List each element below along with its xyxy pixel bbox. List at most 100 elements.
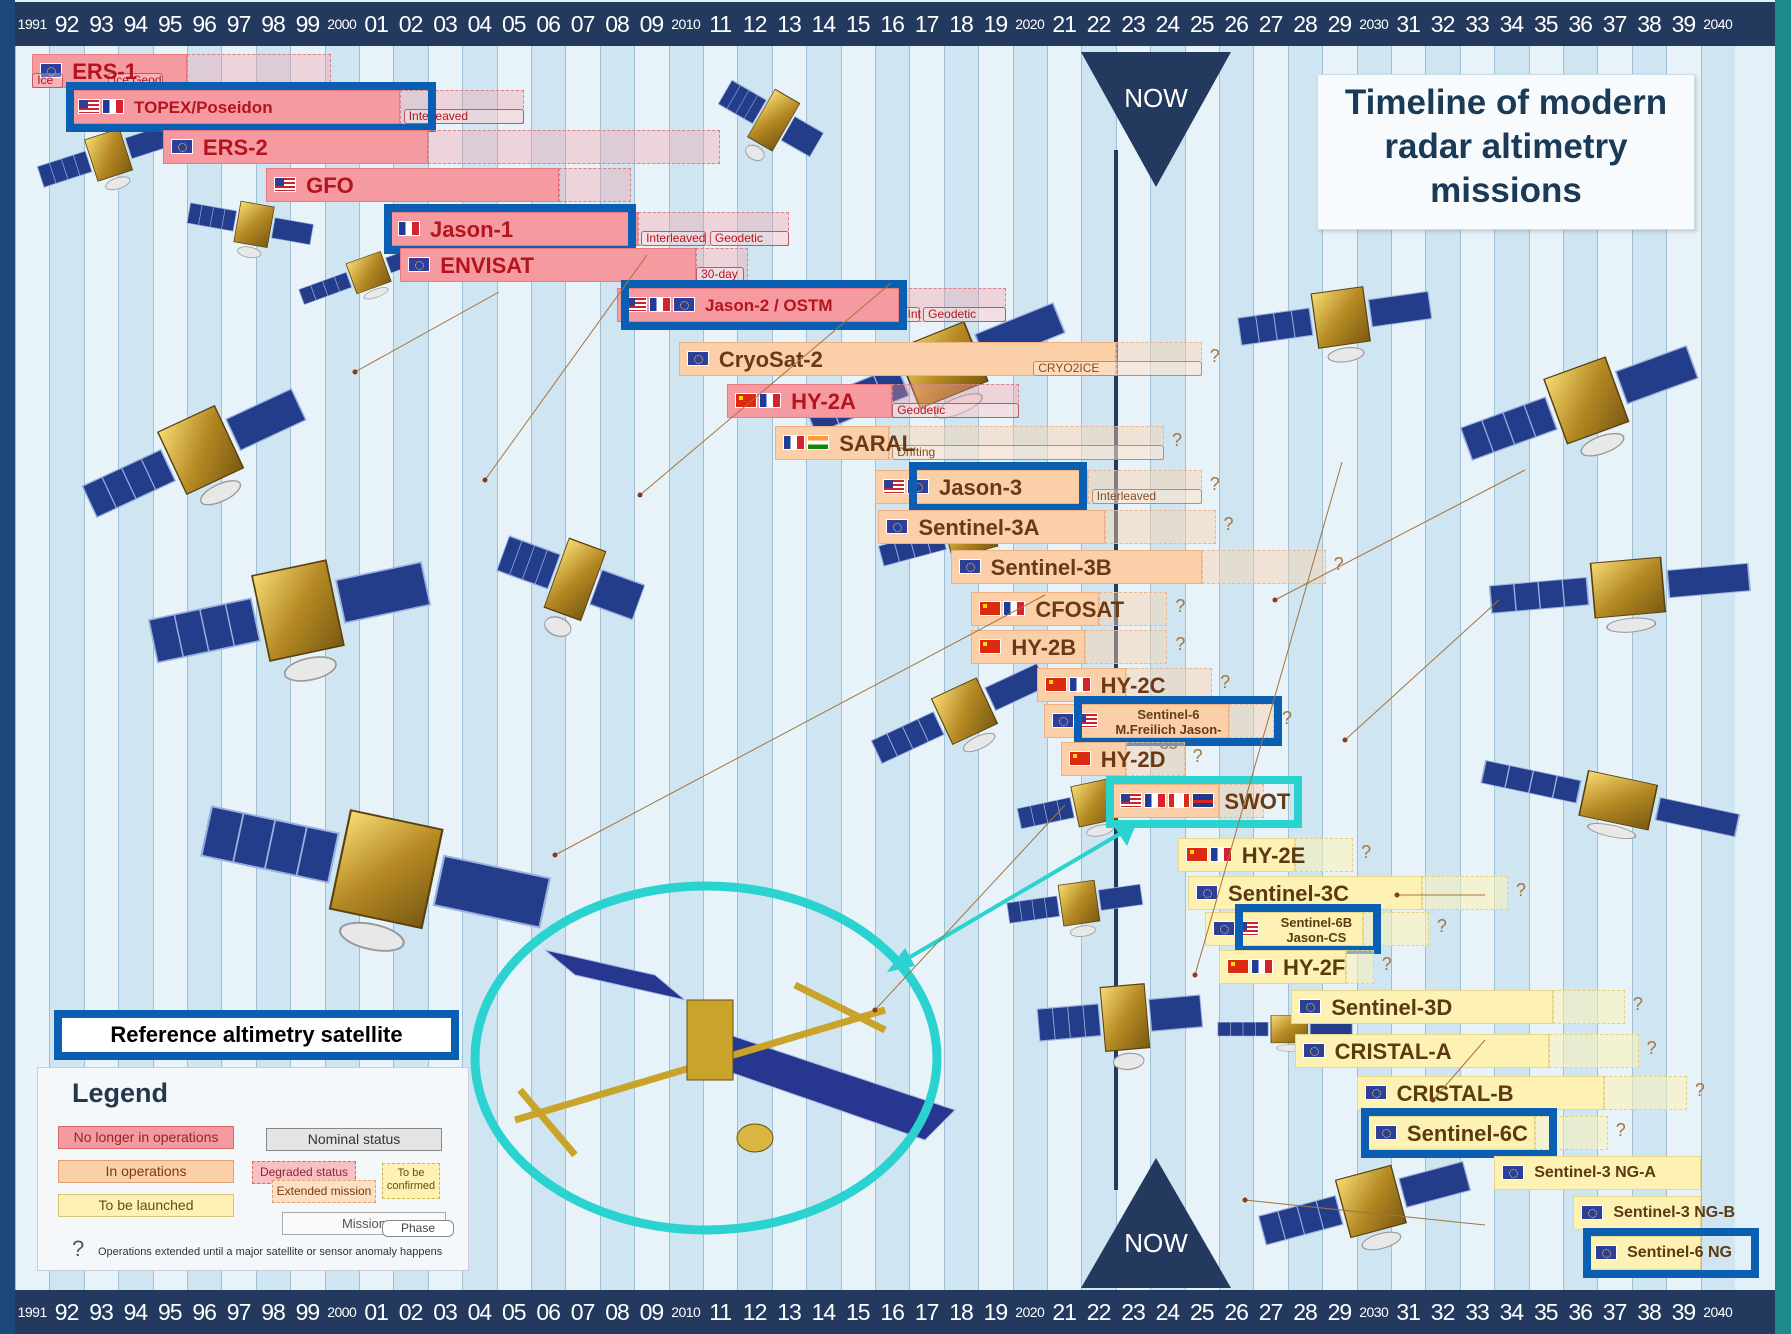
mission-bar-cryosat-2[interactable] <box>678 342 1116 376</box>
satellite-icon <box>36 124 173 191</box>
bottom-year-44: 35 <box>1533 1299 1559 1325</box>
bottom-year-46: 37 <box>1602 1299 1628 1325</box>
flag-icon-eu <box>1502 1165 1525 1180</box>
mission-bar-jason-1[interactable] <box>389 212 638 246</box>
top-year-27: 18 <box>949 11 974 37</box>
top-year-38: 29 <box>1327 11 1353 37</box>
mission-bar-sentinel-3-ng-a[interactable] <box>1494 1156 1701 1190</box>
question-mark-icon: ? <box>1361 842 1372 862</box>
year-gridline <box>1597 46 1599 1290</box>
mission-extension-sentinel-6-m-freilich-jason-cs <box>1229 704 1275 738</box>
mission-extension-cristal-b <box>1604 1076 1687 1110</box>
mission-bar-topex-poseidon[interactable] <box>70 90 401 124</box>
top-year-17: 08 <box>605 11 630 37</box>
mission-label-sentinel-3b: Sentinel-3B <box>990 555 1112 580</box>
top-year-20: 11 <box>709 11 732 37</box>
flag-icon-us <box>883 479 905 494</box>
flag-icon-us <box>625 297 647 312</box>
reference-satellite-label: Reference altimetry satellite <box>54 1010 459 1060</box>
question-mark-icon: ? <box>1282 708 1293 728</box>
bottom-year-16: 07 <box>570 1299 596 1325</box>
flag-icon-eu <box>1364 1085 1387 1100</box>
top-year-39: 2030 <box>1359 16 1389 32</box>
mission-bar-sentinel-3d[interactable] <box>1291 990 1553 1024</box>
bottom-year-17: 08 <box>605 1299 630 1325</box>
year-gridline <box>1563 46 1564 1290</box>
mission-bar-sentinel-3b[interactable] <box>950 550 1202 584</box>
top-year-12: 03 <box>433 11 458 37</box>
question-mark-icon: ? <box>1175 634 1186 654</box>
bottom-year-6: 97 <box>226 1299 252 1325</box>
top-year-8: 99 <box>295 11 321 37</box>
mission-bar-gfo[interactable] <box>266 168 559 202</box>
leader-line <box>354 291 500 373</box>
flag-icon-fr <box>1144 793 1167 808</box>
question-mark-icon: ? <box>1436 916 1447 936</box>
mission-extension-sentinel-3a <box>1105 510 1216 544</box>
mission-extension-hy-2d <box>1126 742 1185 776</box>
mission-bar-cristal-a[interactable] <box>1294 1034 1550 1068</box>
mission-label-ers-2: ERS-2 <box>202 135 268 160</box>
mission-bar-jason-2-ostm[interactable] <box>617 288 900 322</box>
legend-title: Legend <box>72 1078 169 1108</box>
top-year-34: 25 <box>1189 11 1215 37</box>
year-stripe <box>1253 46 1288 1290</box>
flag-icon-fr <box>102 99 125 114</box>
year-gridline <box>1425 46 1427 1290</box>
bottom-year-4: 95 <box>157 1299 183 1325</box>
title-line-3: missions <box>1430 171 1582 210</box>
flag-icon-eu <box>1051 713 1074 728</box>
flag-icon-eu <box>958 559 981 574</box>
bottom-year-41: 32 <box>1430 1299 1456 1325</box>
mission-label-sentinel-3-ng-a: Sentinel-3 NG-A <box>1534 1164 1656 1181</box>
year-stripe <box>1700 46 1735 1290</box>
legend: Legend No longer in operations In operat… <box>37 1067 469 1271</box>
flag-icon-fr <box>1209 847 1232 862</box>
bottom-year-3: 94 <box>123 1299 149 1325</box>
bottom-year-9: 2000 <box>327 1304 357 1320</box>
top-year-16: 07 <box>570 11 596 37</box>
year-gridline <box>771 46 773 1290</box>
top-year-21: 12 <box>742 11 768 37</box>
mission-label-hy-2b: HY-2B <box>1011 635 1077 660</box>
mission-bar-ers-2[interactable] <box>162 130 428 164</box>
mission-bar-sentinel-3a[interactable] <box>878 510 1106 544</box>
top-year-30: 21 <box>1052 11 1077 37</box>
bottom-year-39: 2030 <box>1359 1304 1389 1320</box>
mission-bar-saral[interactable] <box>775 426 889 460</box>
mission-label-swot: SWOT <box>1224 789 1291 814</box>
bottom-year-7: 98 <box>261 1299 286 1325</box>
year-gridline <box>531 46 532 1290</box>
top-year-44: 35 <box>1533 11 1559 37</box>
year-gridline <box>565 46 567 1290</box>
bottom-year-38: 29 <box>1327 1299 1353 1325</box>
mission-label-sentinel-3a: Sentinel-3A <box>918 515 1040 540</box>
bottom-year-2: 93 <box>89 1299 114 1325</box>
mission-phase-cryosat-2: CRYO2ICE <box>1033 361 1202 376</box>
mission-bar-envisat[interactable] <box>400 248 697 282</box>
mission-label-hy-2c: HY-2C <box>1100 673 1166 698</box>
bottom-year-48: 39 <box>1671 1299 1697 1325</box>
flag-icon-us <box>78 99 101 114</box>
mission-label-sentinel-6c: Sentinel-6C <box>1406 1121 1528 1146</box>
mission-extension-sentinel-3b <box>1201 550 1326 584</box>
bottom-year-27: 18 <box>949 1299 974 1325</box>
now-marker-bottom <box>1081 1158 1231 1288</box>
question-mark-icon: ? <box>1220 672 1231 692</box>
bottom-year-11: 02 <box>398 1299 424 1325</box>
bottom-year-5: 96 <box>192 1299 217 1325</box>
mission-extension-sentinel-3d <box>1552 990 1625 1024</box>
year-gridline <box>634 46 636 1290</box>
leader-line <box>1432 1039 1486 1101</box>
bottom-year-23: 14 <box>811 1299 837 1325</box>
top-year-31: 22 <box>1086 11 1112 37</box>
mission-label-sentinel-6-ng: Sentinel-6 NG <box>1627 1244 1732 1261</box>
flag-icon-cn <box>979 639 1002 654</box>
year-gridline <box>737 46 739 1290</box>
flag-icon-fr <box>649 297 671 312</box>
year-gridline <box>462 46 464 1290</box>
satellite-icon <box>1459 344 1699 461</box>
bottom-year-40: 31 <box>1396 1299 1421 1325</box>
title-line-2: radar altimetry <box>1384 127 1628 166</box>
question-mark-icon: ? <box>1223 514 1234 534</box>
